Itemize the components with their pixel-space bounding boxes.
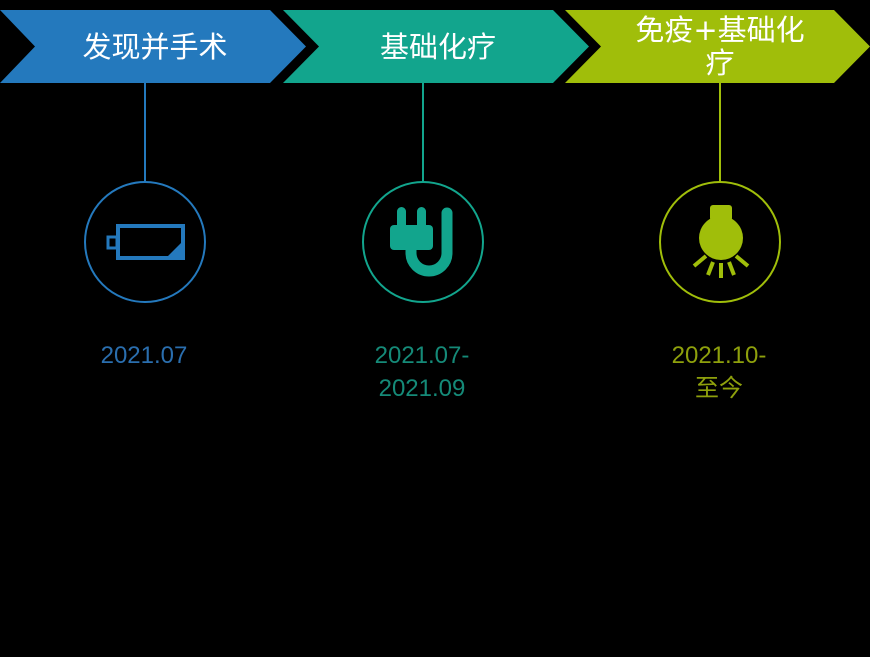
stage-3-icon-circle <box>659 181 781 303</box>
stage-3-label-line2: 疗 <box>705 45 735 80</box>
stage-2-icon-circle <box>362 181 484 303</box>
chevron-shape <box>283 10 589 83</box>
stage-3-date-line2: 至今 <box>695 374 743 402</box>
stage-1-icon-circle <box>84 181 206 303</box>
stage-3-date: 2021.10- 至今 <box>619 339 819 405</box>
plug-icon <box>390 207 453 277</box>
stage-2-date: 2021.07- 2021.09 <box>322 339 522 405</box>
stage-1-arrow: 发现并手术 <box>0 10 306 83</box>
stage-1-date-line1: 2021.07 <box>100 342 188 369</box>
stage-3-arrow: 免疫+基础化 疗 <box>565 10 870 83</box>
stage-2-date-line1: 2021.07- <box>374 342 470 369</box>
stage-3-date-line1: 2021.10- <box>671 342 767 369</box>
stage-1-connector <box>144 83 146 182</box>
lightbulb-icon <box>692 205 750 278</box>
stage-1-date: 2021.07 <box>44 339 244 372</box>
stage-1-label: 发现并手术 <box>82 29 228 64</box>
chevron-shape <box>0 10 306 83</box>
stage-3-label: 免疫+基础化 疗 <box>605 10 835 83</box>
stage-2-connector <box>422 83 424 182</box>
battery-icon <box>106 224 185 260</box>
stage-3-label-line1: 免疫+基础化 <box>635 12 805 47</box>
stage-2-label: 基础化疗 <box>379 29 496 64</box>
chevron-shape <box>565 10 870 83</box>
stage-3-connector <box>719 83 721 182</box>
stage-2-date-line2: 2021.09 <box>378 375 466 402</box>
stage-2-arrow: 基础化疗 <box>283 10 589 83</box>
